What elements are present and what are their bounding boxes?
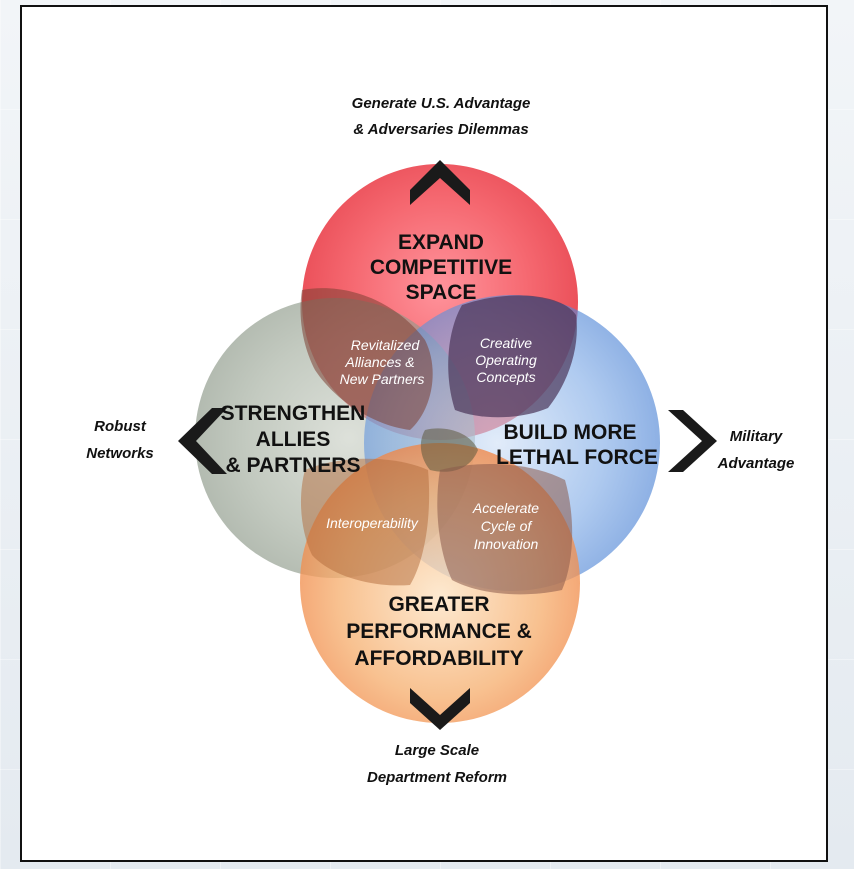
outcome-right-label: Military Advantage — [717, 428, 795, 472]
outcome-bottom-line: Department Reform — [367, 769, 507, 786]
circle-top-label-line: COMPETITIVE — [370, 256, 512, 279]
circle-top-label-line: EXPAND — [398, 231, 484, 254]
overlap-bottom-right-line: Cycle of — [481, 518, 534, 534]
outcome-top-label: Generate U.S. Advantage & Adversaries Di… — [352, 95, 531, 138]
overlap-top-left-line: Alliances & — [344, 354, 414, 370]
overlap-bottom-left-label: Interoperability — [326, 515, 419, 531]
overlap-top-right-line: Operating — [475, 352, 537, 368]
overlap-bottom-right-line: Innovation — [474, 536, 539, 552]
overlap-top-left-line: Revitalized — [351, 337, 421, 353]
overlap-bottom-right-label: Accelerate Cycle of Innovation — [472, 500, 539, 552]
chevron-right-icon — [668, 410, 717, 472]
overlap-top-left-line: New Partners — [340, 371, 425, 387]
overlap-top-right-line: Concepts — [476, 369, 535, 385]
overlap-top-right-shape — [448, 295, 577, 418]
outcome-top-line: Generate U.S. Advantage — [352, 95, 531, 112]
circle-bottom-label-line: GREATER — [388, 593, 489, 616]
circle-left-label-line: ALLIES — [256, 428, 331, 451]
overlap-top-left-shape — [300, 288, 433, 430]
outcome-left-line: Robust — [94, 418, 147, 435]
circle-bottom-label-line: PERFORMANCE & — [346, 620, 532, 643]
overlap-top-left-label: Revitalized Alliances & New Partners — [340, 337, 425, 387]
outcome-left-line: Networks — [86, 445, 154, 462]
chevron-down-icon — [410, 688, 470, 730]
circle-right-label: BUILD MORE LETHAL FORCE — [496, 421, 658, 469]
circle-bottom-label: GREATER PERFORMANCE & AFFORDABILITY — [346, 593, 532, 670]
overlap-bottom-left-line: Interoperability — [326, 515, 419, 531]
overlap-center-shape — [420, 428, 478, 472]
circle-left-label: STRENGTHEN ALLIES & PARTNERS — [221, 402, 366, 477]
circle-left-label-line: STRENGTHEN — [221, 402, 366, 425]
circle-top-label: EXPAND COMPETITIVE SPACE — [370, 231, 512, 304]
overlap-bottom-right-shape — [437, 464, 573, 595]
circle-right-label-line: BUILD MORE — [504, 421, 637, 444]
overlap-top-right-label: Creative Operating Concepts — [475, 335, 537, 385]
circle-left-label-line: & PARTNERS — [226, 454, 361, 477]
circle-top-label-line: SPACE — [406, 281, 477, 304]
overlap-bottom-left-shape — [300, 458, 430, 586]
outcome-right-line: Military — [730, 428, 783, 445]
circle-right-label-line: LETHAL FORCE — [496, 446, 658, 469]
outcome-bottom-line: Large Scale — [395, 742, 479, 759]
outcome-left-label: Robust Networks — [86, 418, 154, 462]
outcome-top-line: & Adversaries Dilemmas — [353, 121, 528, 138]
chevron-up-icon — [410, 160, 470, 205]
outcome-bottom-label: Large Scale Department Reform — [367, 742, 507, 786]
circle-bottom-label-line: AFFORDABILITY — [354, 647, 523, 670]
outcome-right-line: Advantage — [717, 455, 795, 472]
overlap-bottom-right-line: Accelerate — [472, 500, 539, 516]
overlap-top-right-line: Creative — [480, 335, 532, 351]
chevron-left-icon — [178, 408, 227, 474]
